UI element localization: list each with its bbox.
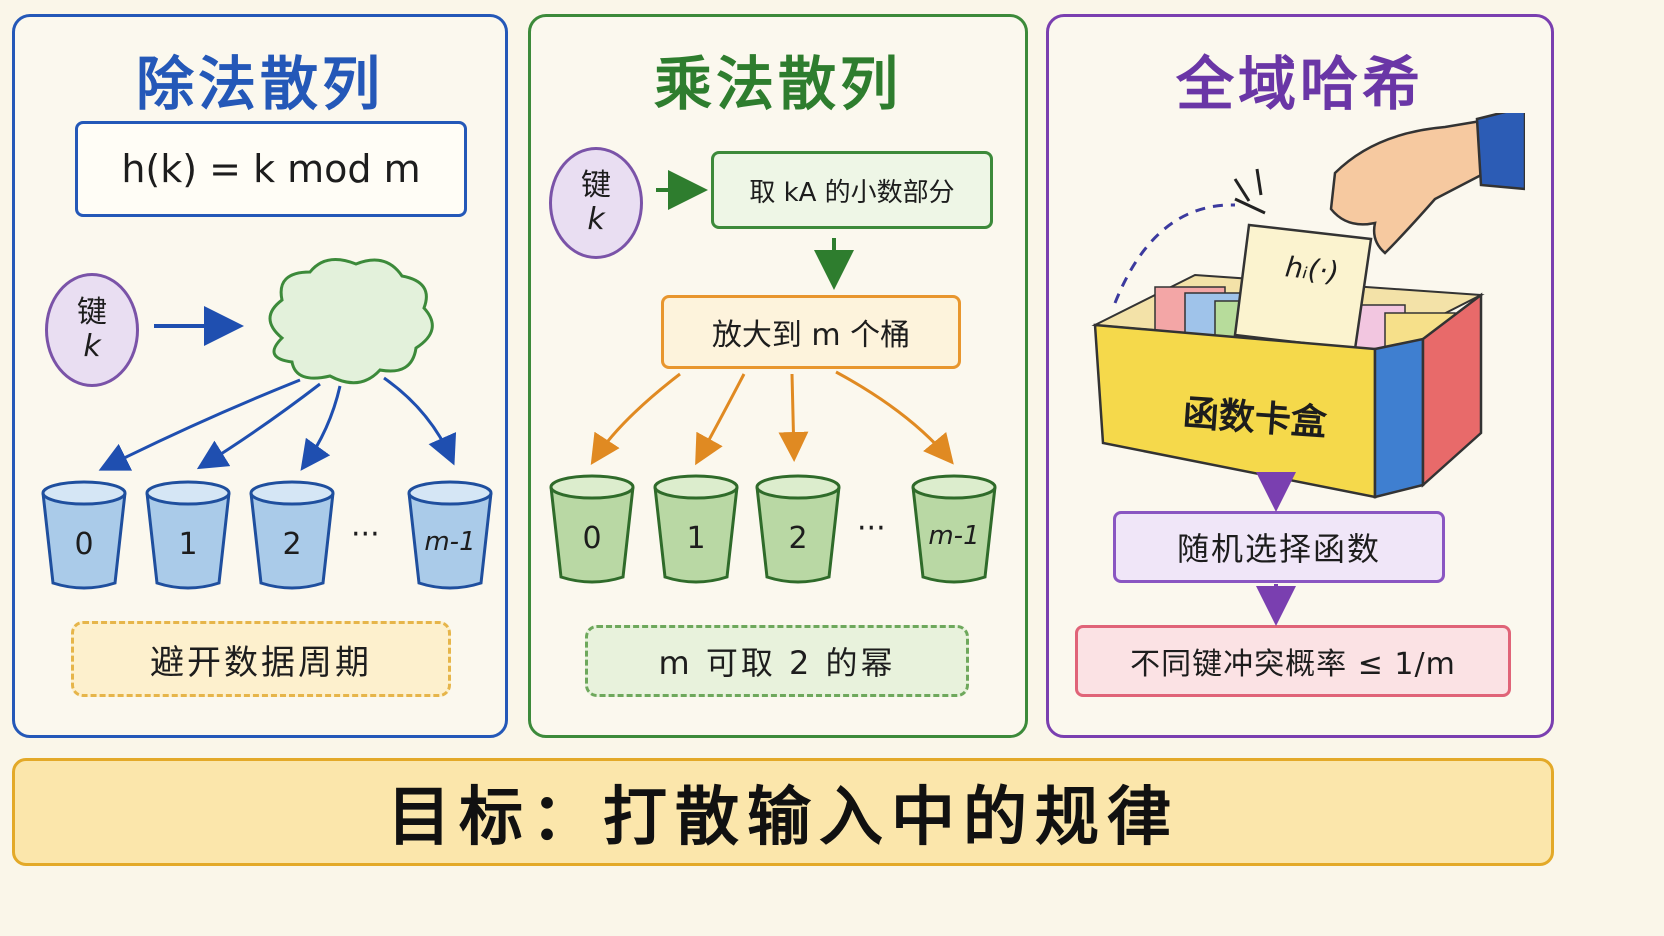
bucket-label: 2 <box>282 527 302 562</box>
bucket-label: 0 <box>74 527 94 562</box>
bucket-m-1: m-1 <box>405 479 495 591</box>
scale-to-buckets-step: 放大到 m 个桶 <box>661 295 961 369</box>
bucket-1: 1 <box>143 479 233 591</box>
cloud-line1: 取余 <box>324 301 377 332</box>
division-note: 避开数据周期 <box>71 621 451 697</box>
bucket-1: 1 <box>651 473 741 585</box>
bucket-label: 2 <box>788 521 808 556</box>
fractional-part-step: 取 kA 的小数部分 <box>711 151 993 229</box>
key-var: k <box>83 329 101 364</box>
division-hashing-panel: 除法散列 h(k) = k mod m 键 k 取余 k mod m 0 1 2… <box>12 14 508 738</box>
ellipsis: ··· <box>351 517 380 552</box>
remainder-cloud: 取余 k mod m <box>261 279 441 391</box>
bucket-0: 0 <box>547 473 637 585</box>
bucket-2: 2 <box>753 473 843 585</box>
function-card-box-illustration: hᵢ(·) 函数卡盒 <box>1085 105 1527 513</box>
bucket-label: 0 <box>582 521 602 556</box>
cloud-line2: k mod m <box>293 337 409 367</box>
division-key-node: 键 k <box>45 273 139 387</box>
bucket-m-1: m-1 <box>909 473 999 585</box>
bucket-0: 0 <box>39 479 129 591</box>
bucket-label: 1 <box>178 527 198 562</box>
ellipsis: ··· <box>857 511 886 546</box>
multiplication-hashing-panel: 乘法散列 键 k 取 kA 的小数部分 放大到 m 个桶 0 1 2 ··· m… <box>528 14 1028 738</box>
universal-hashing-panel: 全域哈希 hᵢ(·) 函数卡盒 <box>1046 14 1554 738</box>
bucket-label: 1 <box>686 521 706 556</box>
universal-title: 全域哈希 <box>1175 50 1424 118</box>
bucket-label: m-1 <box>424 527 476 557</box>
goal-banner: 目标：打散输入中的规律 <box>12 758 1554 866</box>
bucket-2: 2 <box>247 479 337 591</box>
bucket-label: m-1 <box>928 521 980 551</box>
key-label: 键 <box>581 167 611 203</box>
collision-probability-result: 不同键冲突概率 ≤ 1/m <box>1075 625 1511 697</box>
multiplication-note: m 可取 2 的幂 <box>585 625 969 697</box>
multiplication-title: 乘法散列 <box>653 50 902 118</box>
key-label: 键 <box>77 294 107 330</box>
random-select-step: 随机选择函数 <box>1113 511 1445 583</box>
division-title: 除法散列 <box>135 50 384 118</box>
key-var: k <box>587 202 605 237</box>
multiplication-key-node: 键 k <box>549 147 643 259</box>
division-formula: h(k) = k mod m <box>75 121 467 217</box>
